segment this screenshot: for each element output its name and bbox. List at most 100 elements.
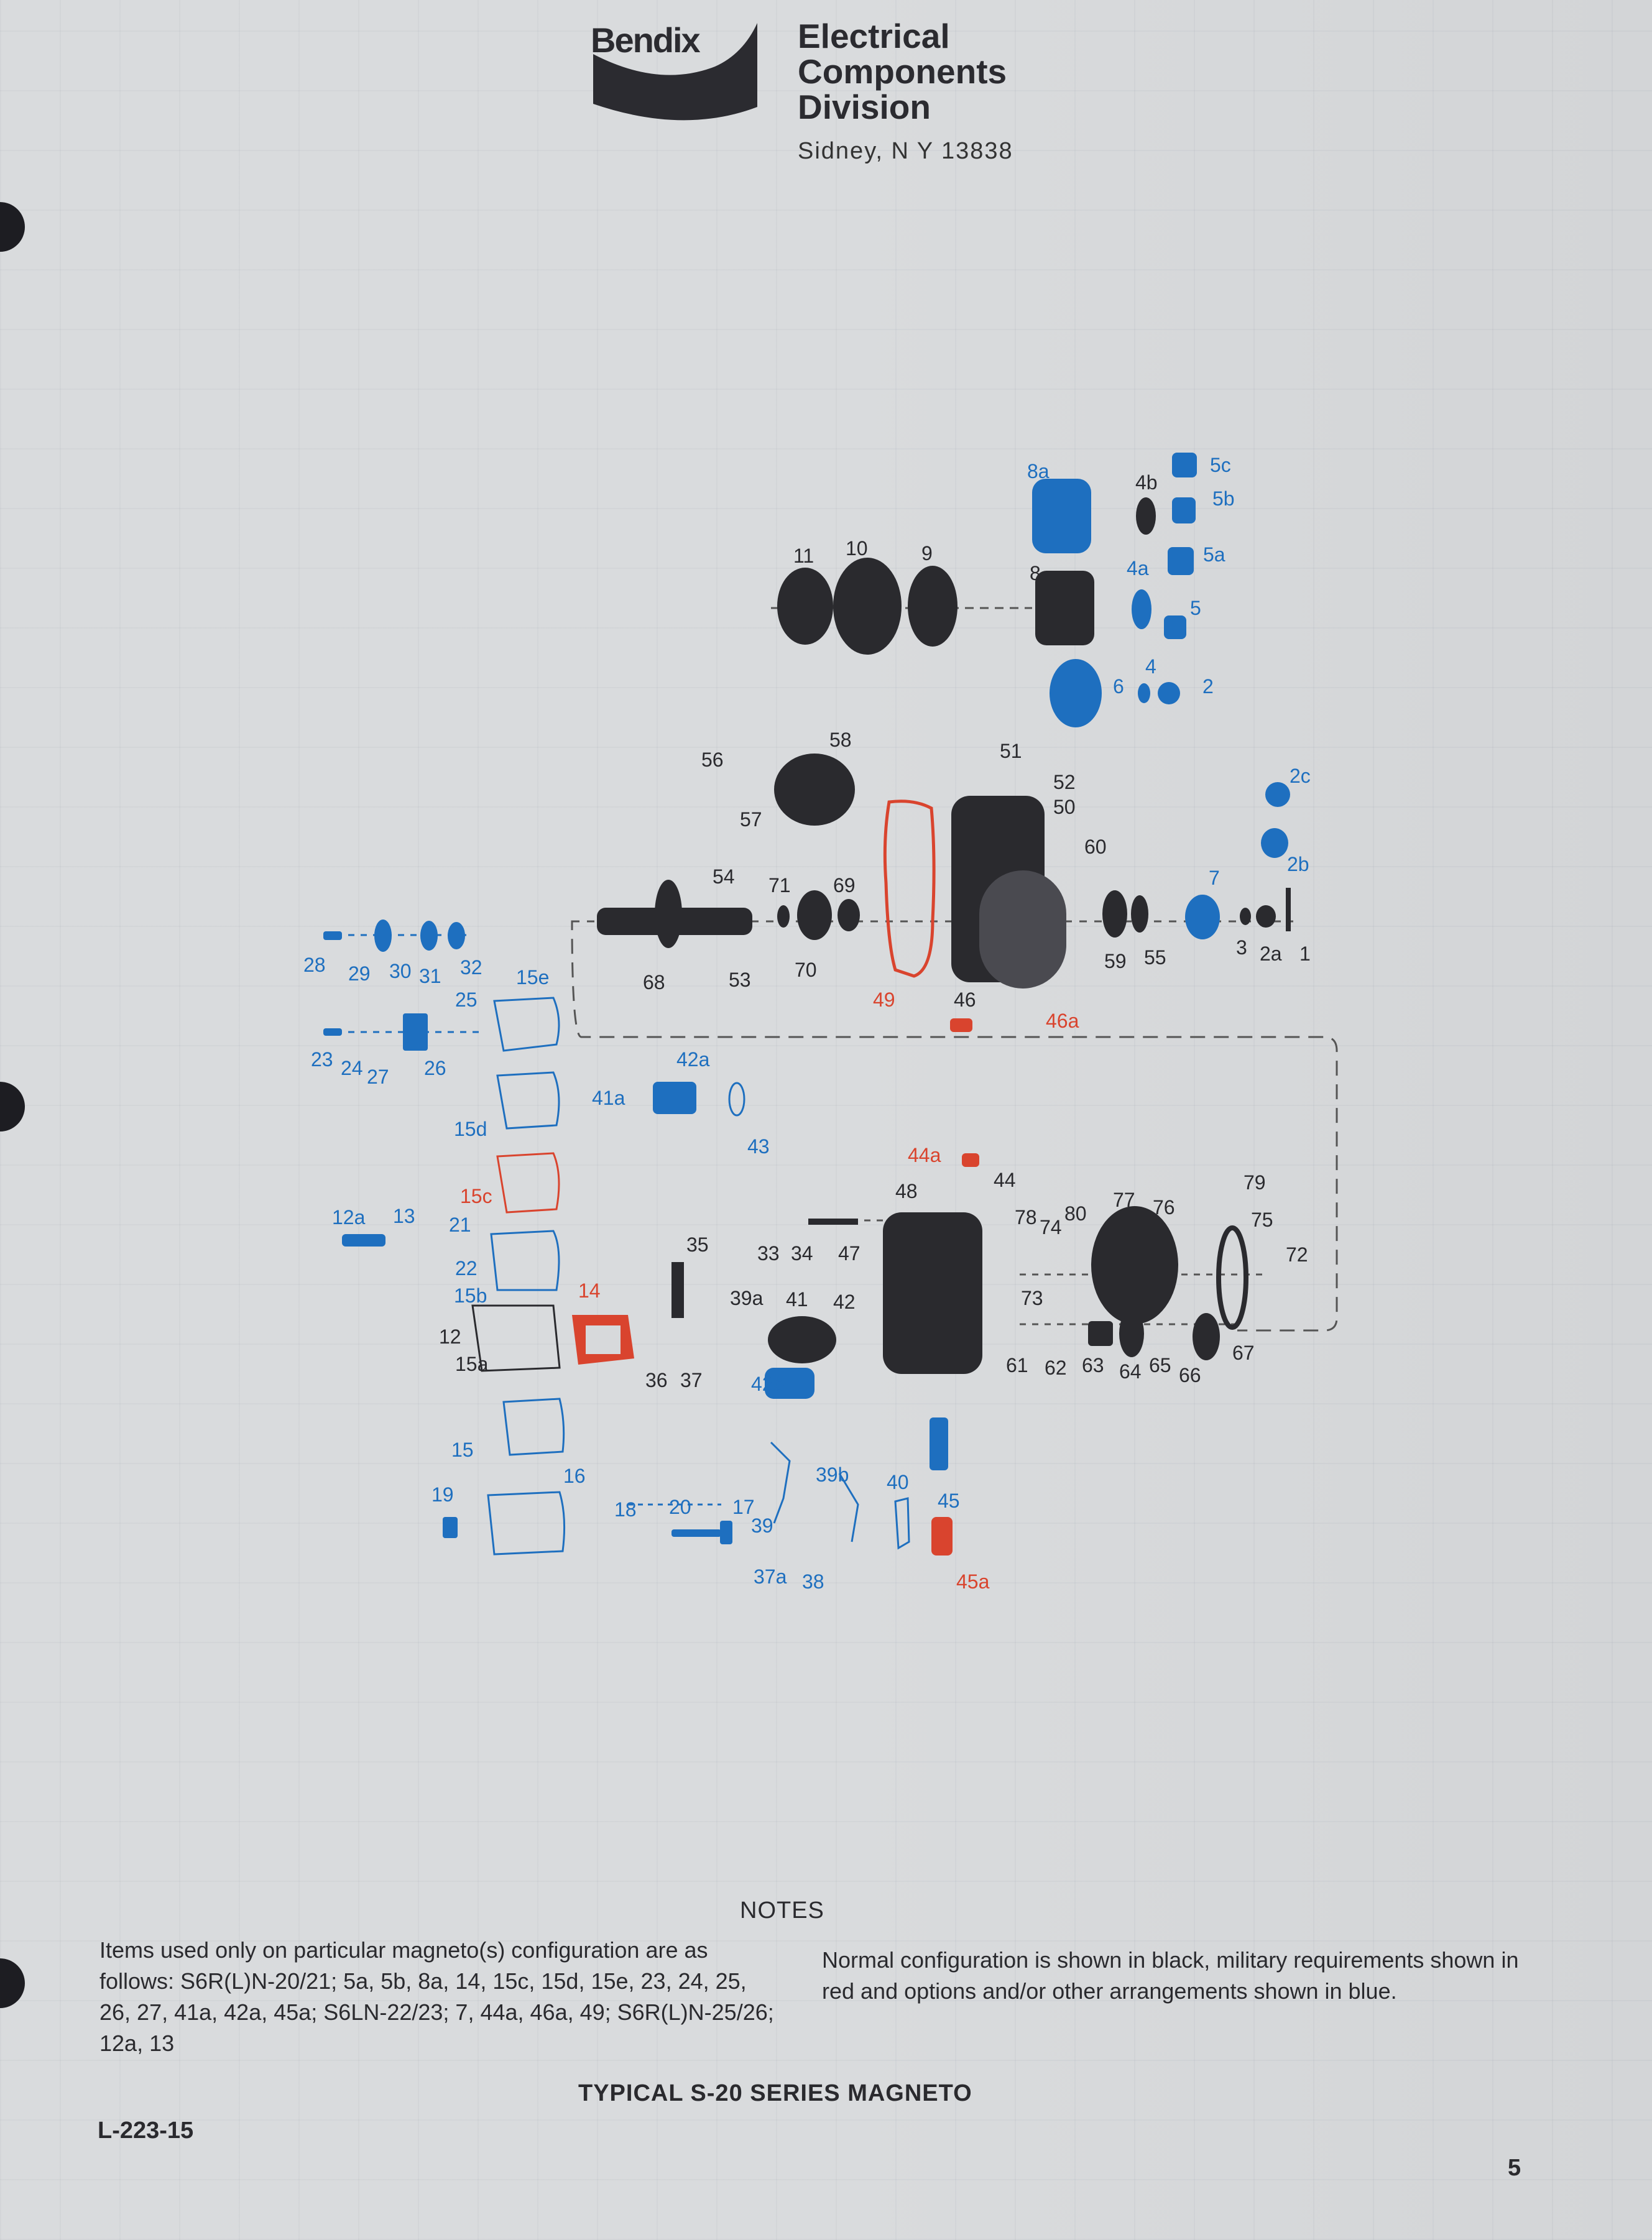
part-callout: 69 [833,874,856,896]
part-callout: 2b [1287,853,1309,875]
part-callout: 10 [846,537,868,560]
part-callout: 75 [1251,1209,1273,1231]
part-callout: 27 [367,1066,389,1088]
part-callout: 56 [701,749,724,771]
part-callout: 60 [1084,836,1107,858]
part-callout: 46a [1046,1010,1079,1032]
part-callout: 30 [389,960,412,982]
part-callout: 54 [713,865,735,888]
part-callout: 58 [829,729,852,751]
bendix-logo: Bendix [591,20,759,126]
part-callout: 43 [747,1135,770,1158]
part-callout: 55 [1144,946,1166,969]
part-callout: 49 [873,989,895,1011]
part-callout: 41a [592,1087,625,1109]
part-callout: 42 [833,1291,856,1313]
binder-hole [0,1958,25,2008]
part-callout: 13 [393,1205,415,1227]
part-callout: 12a [332,1206,366,1228]
part-callout: 9 [921,542,933,565]
part-callout: 24 [341,1057,363,1079]
part-callout: 39 [751,1514,773,1537]
address: Sidney, N Y 13838 [798,138,1013,164]
part-callout: 28 [303,954,326,976]
bendix-swoosh-icon [593,23,757,121]
part-callout: 2c [1290,765,1311,787]
part-callout: 39b [816,1463,849,1486]
logo-wordmark: Bendix [591,21,701,60]
figure-title: TYPICAL S-20 SERIES MAGNETO [578,2080,972,2106]
part-callout: 6 [1113,675,1124,698]
part-callout: 36 [645,1369,668,1391]
part-callout: 80 [1064,1202,1087,1225]
part-callout: 64 [1119,1360,1142,1383]
part-callout: 18 [614,1498,637,1521]
part-callout: 15c [460,1185,492,1207]
part-callout: 16 [563,1465,586,1487]
part-callout: 77 [1113,1189,1135,1211]
part-callout: 15e [516,966,550,989]
part-callout: 45 [938,1490,960,1512]
part-callout: 76 [1153,1196,1175,1219]
part-callout: 32 [460,956,482,979]
part-callout: 2 [1202,675,1214,698]
part-callout: 14 [578,1279,601,1302]
part-callout: 44a [908,1144,941,1166]
part-callout: 4 [1145,655,1156,678]
part-callout: 74 [1040,1216,1062,1238]
part-callout: 4a [1127,557,1149,579]
part-callout: 20 [669,1496,691,1518]
part-callout: 50 [1053,796,1076,818]
notes-color-legend: Normal configuration is shown in black, … [822,1947,1519,2004]
part-callout: 61 [1006,1354,1028,1376]
part-callout: 5a [1203,543,1225,566]
part-callout: 42b [751,1373,785,1395]
part-callout: 67 [1232,1342,1255,1364]
part-callout: 41 [786,1288,808,1311]
part-callout: 66 [1179,1364,1201,1386]
part-callout: 15 [451,1439,474,1461]
document-code: L-223-15 [98,2118,194,2144]
part-callout: 37a [754,1565,787,1588]
part-callout: 5 [1190,597,1201,619]
part-callout: 12 [439,1325,461,1348]
diagram-drawing [323,453,1338,1556]
part-callout: 57 [740,808,762,831]
part-callout: 15a [455,1353,489,1375]
part-callout: 34 [791,1242,813,1265]
part-callout: 73 [1021,1287,1043,1309]
part-callout: 53 [729,969,751,991]
part-callout: 51 [1000,740,1022,762]
part-callout: 17 [732,1496,755,1518]
part-callout: 62 [1045,1357,1067,1379]
part-callout: 29 [348,962,371,985]
part-callout: 63 [1082,1354,1104,1376]
part-callout: 25 [455,989,478,1011]
part-callout: 35 [686,1233,709,1256]
part-callout: 38 [802,1570,824,1593]
division-name: Electrical Components Division [798,17,1007,126]
part-callout: 78 [1015,1206,1037,1228]
part-callout: 3 [1236,936,1247,959]
part-callout: 72 [1286,1243,1308,1266]
part-callout: 44 [994,1169,1016,1191]
part-callout: 33 [757,1242,780,1265]
part-callout: 70 [795,959,817,981]
part-callout: 47 [838,1242,861,1265]
part-callout: 22 [455,1257,478,1279]
part-callout: 45a [956,1570,990,1593]
page-number: 5 [1508,2155,1521,2181]
part-callout: 11 [793,545,814,567]
part-callout: 42a [676,1048,710,1071]
part-callout: 23 [311,1048,333,1071]
part-callout: 48 [895,1180,918,1202]
part-callout: 5b [1212,487,1235,510]
part-callout: 39a [730,1287,764,1309]
part-callout: 2a [1260,943,1282,965]
part-callout: 52 [1053,771,1076,793]
part-callout: 15d [454,1118,487,1140]
part-callout: 26 [424,1057,446,1079]
part-callout: 79 [1244,1171,1266,1194]
